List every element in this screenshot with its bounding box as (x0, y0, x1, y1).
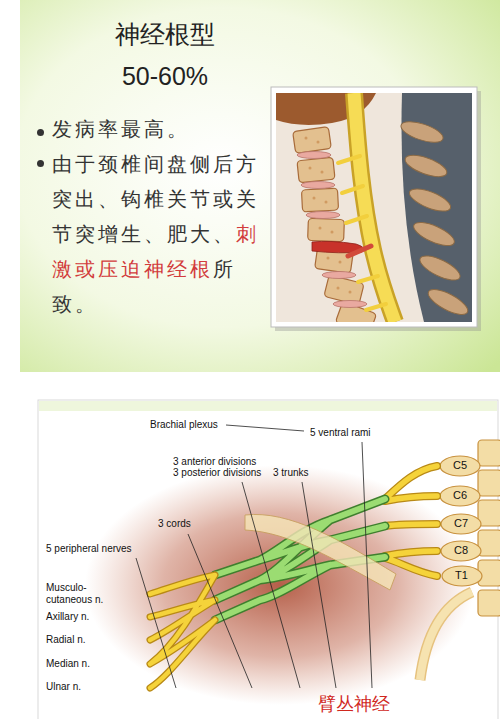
spine-illustration (354, 93, 395, 322)
spine-illustration (366, 304, 386, 310)
vertebral-column (478, 470, 500, 496)
spine-illustration (271, 87, 477, 327)
spine-illustration (407, 184, 454, 215)
leader-lines (362, 442, 372, 688)
spine-illustration (403, 151, 450, 181)
region-label: 5 ventral rami (310, 427, 371, 439)
spine-illustration (338, 156, 360, 163)
spine-illustration (293, 127, 332, 154)
region-label: 3 posterior divisions (173, 467, 261, 479)
leader-lines (242, 482, 300, 688)
peripheral-nerves (150, 575, 215, 688)
spine-illustration (313, 197, 316, 200)
leader-lines (136, 425, 372, 688)
leader-lines (226, 425, 304, 431)
vertebral-column (478, 590, 500, 616)
spine-illustration (306, 212, 340, 219)
spine-illustration (301, 182, 335, 189)
vertebral-column (420, 592, 472, 680)
leader-lines (188, 534, 252, 688)
spine-illustration (271, 87, 481, 334)
clavicle-bone (245, 514, 396, 590)
spine-illustration (399, 118, 446, 147)
percentage-value: 50-60% (95, 62, 235, 91)
tissue-glow (85, 465, 475, 705)
region-label: 3 anterior divisions (173, 456, 256, 468)
spine-illustration (417, 251, 464, 285)
spine-illustration (322, 272, 356, 279)
leader-lines (136, 558, 176, 688)
spine-illustration (305, 137, 308, 140)
spine-illustration (309, 167, 312, 170)
bullet-dot (37, 129, 44, 136)
spine-illustration (297, 152, 331, 159)
region-label: 3 trunks (273, 467, 309, 479)
spinal-level: T1 (454, 569, 469, 582)
nerve-roots (385, 466, 437, 576)
spine-illustration (317, 141, 320, 144)
spine-illustration (308, 218, 345, 241)
nerve-roots (385, 466, 437, 576)
vertebral-column (441, 514, 481, 534)
vertebral-column (420, 592, 472, 680)
spinal-level: C7 (453, 517, 469, 530)
spinal-level: C6 (452, 489, 468, 502)
vertebral-column (442, 566, 482, 586)
region-label: 3 cords (158, 518, 191, 530)
panel-frame (38, 400, 498, 719)
peripheral-nerves (150, 575, 215, 688)
slide-title: 神经根型 (95, 20, 235, 49)
spine-illustration (333, 301, 367, 308)
spine-illustration (348, 246, 371, 256)
spine-illustration (399, 118, 472, 320)
spinal-level: C8 (453, 544, 469, 557)
figure-caption-label: 臂丛神经 (318, 694, 390, 715)
spine-illustration (301, 188, 338, 212)
spine-illustration (339, 261, 342, 264)
spine-illustration (325, 201, 328, 204)
spine-illustration (331, 231, 334, 234)
leader-lines (302, 482, 336, 688)
vertebral-column (441, 541, 481, 561)
nerve-label: Ulnar n. (46, 681, 81, 693)
nerve-label: Radial n. (46, 634, 85, 646)
vertebral-column (440, 456, 480, 476)
spine-illustration (275, 91, 481, 331)
spine-illustration (319, 227, 322, 230)
spinal-level: C5 (452, 459, 468, 472)
slide-background (20, 0, 500, 372)
spine-illustration (321, 171, 324, 174)
nerve-roots (385, 466, 437, 576)
spine-illustration (349, 291, 352, 294)
vertebral-column (420, 440, 500, 680)
body-text: 由于颈椎间盘侧后方突出、钩椎关节或关节突增生、肥大、 (52, 153, 259, 245)
bullet-text: 发病率最高。 (52, 118, 190, 141)
spine-illustration (425, 285, 471, 320)
bullet-dot (37, 160, 44, 167)
nerve-label: Axillary n. (46, 611, 89, 623)
spine-illustration (354, 93, 395, 322)
spine-illustration (342, 186, 363, 193)
spine-illustration (411, 218, 458, 251)
spine-illustration (276, 93, 472, 322)
panel-strip (39, 401, 497, 411)
region-label: 5 peripheral nerves (46, 543, 132, 555)
region-label: Brachial plexus (150, 419, 218, 431)
spine-illustration (327, 257, 330, 260)
spine-illustration (337, 287, 340, 290)
spine-illustration (338, 156, 386, 310)
spine-illustration (276, 93, 472, 322)
spine-illustration (358, 276, 378, 282)
spine-illustration (346, 216, 367, 223)
bullet-paragraph: 由于颈椎间盘侧后方突出、钩椎关节或关节突增生、肥大、刺激或压迫神经根所致。 (52, 147, 266, 322)
vertebral-column (478, 440, 500, 466)
nerve-label: Median n. (46, 658, 90, 670)
peripheral-nerves (150, 575, 215, 688)
vertebral-column (440, 486, 480, 506)
spine-illustration (297, 157, 335, 183)
nerve-label: Musculo- cutaneous n. (46, 582, 116, 605)
